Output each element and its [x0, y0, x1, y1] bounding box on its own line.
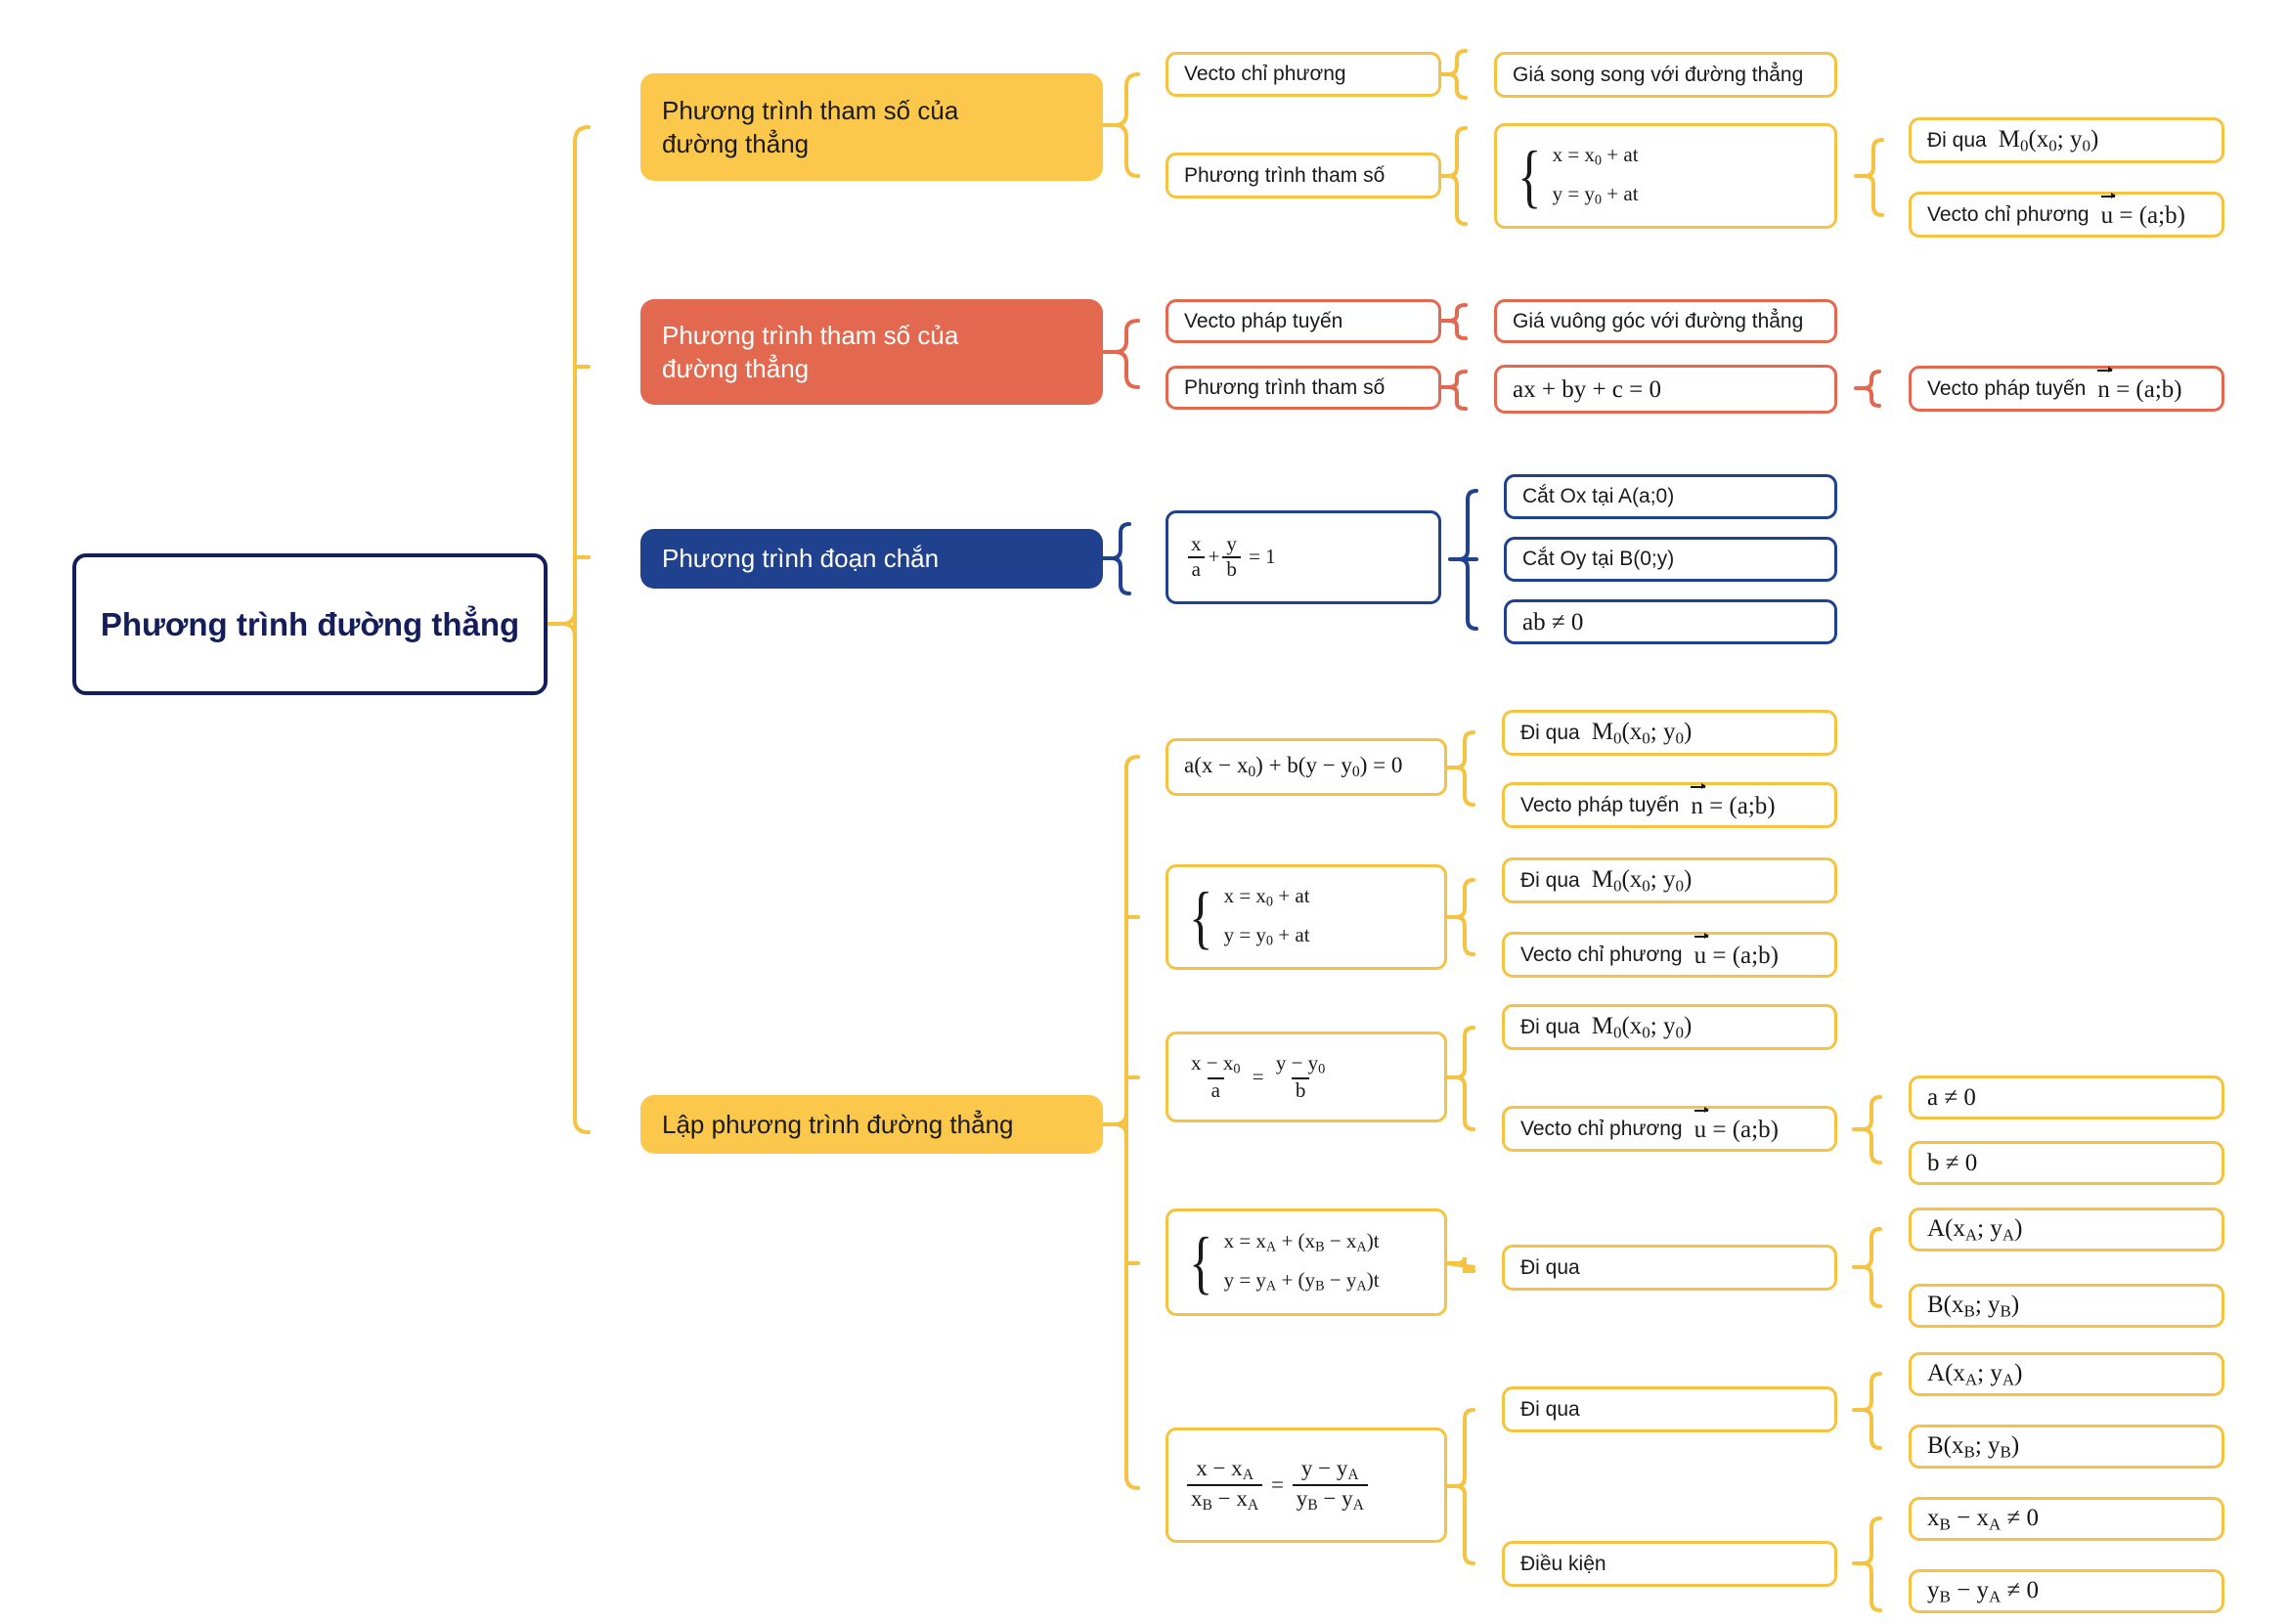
prefix-label: Đi qua [1520, 721, 1580, 744]
math-expression: M0(x0; y0) [1998, 126, 2099, 155]
node-label: Cắt Ox tại A(a;0) [1522, 485, 1675, 508]
math-expression: u = (a;b) [2100, 193, 2185, 232]
node-phuong-trinh-tham-so-1[interactable]: Phương trình tham số [1166, 153, 1441, 198]
node-condition-y[interactable]: yB − yA ≠ 0 [1909, 1569, 2224, 1613]
prefix-label: Vecto chỉ phương [1520, 1117, 1683, 1140]
node-parametric-formula-2[interactable]: { x = x0 + at y = y0 + at [1166, 864, 1447, 970]
node-general-equation[interactable]: ax + by + c = 0 [1494, 365, 1837, 414]
node-di-qua-m0-2[interactable]: Đi qua M0(x0; y0) [1502, 710, 1837, 756]
node-b-khac-0[interactable]: b ≠ 0 [1909, 1141, 2224, 1185]
node-vecto-chi-phuong-u-2[interactable]: Vecto chỉ phương u = (a;b) [1502, 932, 1837, 978]
eq-line-2: y = yA + (yB − yA)t [1223, 1268, 1380, 1295]
branch-node-intercept-blue[interactable]: Phương trình đoạn chắn [640, 529, 1103, 589]
node-vecto-chi-phuong-u-1[interactable]: Vecto chỉ phương u = (a;b) [1909, 192, 2224, 238]
node-cat-ox[interactable]: Cắt Ox tại A(a;0) [1504, 474, 1837, 519]
math-expression: ax + by + c = 0 [1513, 375, 1661, 403]
root-label: Phương trình đường thẳng [100, 605, 520, 642]
node-vecto-phap-tuyen[interactable]: Vecto pháp tuyến [1166, 299, 1441, 343]
node-di-qua-m0-4[interactable]: Đi qua M0(x0; y0) [1502, 1004, 1837, 1050]
math-expression: M0(x0; y0) [1591, 719, 1693, 748]
node-ab-khac-0[interactable]: ab ≠ 0 [1504, 599, 1837, 644]
node-point-b-1[interactable]: B(xB; yB) [1909, 1284, 2224, 1328]
node-phuong-trinh-tham-so-2[interactable]: Phương trình tham số [1166, 366, 1441, 410]
prefix-label: Vecto pháp tuyến [1520, 793, 1680, 816]
node-a-khac-0[interactable]: a ≠ 0 [1909, 1075, 2224, 1119]
node-dieu-kien[interactable]: Điều kiện [1502, 1541, 1837, 1587]
node-vecto-phap-tuyen-n[interactable]: Vecto pháp tuyến n = (a;b) [1909, 366, 2224, 412]
math-expression: n = (a;b) [1691, 783, 1776, 822]
prefix-label: Vecto chỉ phương [1927, 202, 2090, 226]
eq-line-1: x = xA + (xB − xA)t [1223, 1229, 1380, 1256]
prefix-label: Đi qua [1927, 128, 1987, 152]
branch3-label: Phương trình đoạn chắn [662, 544, 940, 574]
math-expression: M0(x0; y0) [1591, 1013, 1693, 1042]
node-label: Cắt Oy tại B(0;y) [1522, 548, 1675, 571]
eq-line-2: y = y0 + at [1552, 182, 1639, 208]
prefix-label: Đi qua [1520, 1015, 1580, 1038]
math-expression: B(xB; yB) [1927, 1432, 2020, 1462]
node-condition-x[interactable]: xB − xA ≠ 0 [1909, 1497, 2224, 1541]
math-expression: yB − yA ≠ 0 [1927, 1577, 2039, 1606]
math-expression: b ≠ 0 [1927, 1150, 1978, 1176]
math-expression: xB − xA ≠ 0 [1927, 1505, 2039, 1534]
node-gia-vuong-goc[interactable]: Giá vuông góc với đường thẳng [1494, 299, 1837, 343]
prefix-label: Đi qua [1520, 868, 1580, 892]
math-expression: a ≠ 0 [1927, 1084, 1976, 1111]
node-gia-song-song[interactable]: Giá song song với đường thẳng [1494, 52, 1837, 98]
system-equation: { x = x0 + at y = y0 + at [1189, 877, 1310, 956]
node-vecto-phap-tuyen-n-2[interactable]: Vecto pháp tuyến n = (a;b) [1502, 782, 1837, 828]
eq-line-2: y = y0 + at [1223, 923, 1310, 949]
system-equation: { x = xA + (xB − xA)t y = yA + (yB − yA)… [1189, 1222, 1380, 1301]
node-di-qua-2[interactable]: Đi qua [1502, 1386, 1837, 1432]
math-expression: a(x − x0) + b(y − y0) = 0 [1184, 753, 1403, 781]
node-vecto-chi-phuong[interactable]: Vecto chỉ phương [1166, 52, 1441, 97]
math-expression: u = (a;b) [1694, 1107, 1779, 1146]
node-di-qua-m0-3[interactable]: Đi qua M0(x0; y0) [1502, 857, 1837, 903]
node-he-phuong-trinh-tham-so-1[interactable]: { x = x0 + at y = y0 + at [1494, 123, 1837, 229]
math-expression: A(xA; yA) [1927, 1360, 2023, 1389]
math-expression: u = (a;b) [1694, 933, 1779, 972]
system-equation: { x = x0 + at y = y0 + at [1518, 136, 1639, 215]
node-di-qua-1[interactable]: Đi qua [1502, 1245, 1837, 1291]
eq-line-1: x = x0 + at [1223, 884, 1310, 911]
node-point-normal-formula[interactable]: a(x − x0) + b(y − y0) = 0 [1166, 738, 1447, 796]
node-label: Phương trình tham số [1184, 163, 1386, 187]
node-di-qua-m0-1[interactable]: Đi qua M0(x0; y0) [1909, 117, 2224, 163]
eq-line-1: x = x0 + at [1552, 143, 1639, 170]
branch-node-construct-yellow[interactable]: Lập phương trình đường thẳng [640, 1095, 1103, 1154]
node-point-b-2[interactable]: B(xB; yB) [1909, 1425, 2224, 1469]
node-label: Đi qua [1520, 1397, 1580, 1421]
node-label: Giá vuông góc với đường thẳng [1513, 309, 1804, 332]
node-point-a-2[interactable]: A(xA; yA) [1909, 1352, 2224, 1396]
node-label: Phương trình tham số [1184, 375, 1386, 399]
node-vecto-chi-phuong-u-3[interactable]: Vecto chỉ phương u = (a;b) [1502, 1106, 1837, 1152]
node-two-point-parametric[interactable]: { x = xA + (xB − xA)t y = yA + (yB − yA)… [1166, 1208, 1447, 1316]
prefix-label: Vecto chỉ phương [1520, 943, 1683, 966]
math-expression: M0(x0; y0) [1591, 866, 1693, 896]
math-expression: n = (a;b) [2097, 367, 2182, 406]
prefix-label: Vecto pháp tuyến [1927, 376, 2087, 400]
root-node[interactable]: Phương trình đường thẳng [72, 553, 548, 695]
branch4-label: Lập phương trình đường thẳng [662, 1109, 1014, 1139]
node-label: Vecto chỉ phương [1184, 63, 1346, 86]
node-label: Điều kiện [1520, 1552, 1606, 1575]
node-cat-oy[interactable]: Cắt Oy tại B(0;y) [1504, 537, 1837, 582]
math-expression: A(xA; yA) [1927, 1215, 2023, 1245]
node-label: Giá song song với đường thẳng [1513, 63, 1804, 86]
math-expression: ab ≠ 0 [1522, 608, 1584, 636]
node-point-a-1[interactable]: A(xA; yA) [1909, 1207, 2224, 1251]
node-label: Đi qua [1520, 1255, 1580, 1279]
node-label: Vecto pháp tuyến [1184, 309, 1343, 332]
math-expression: B(xB; yB) [1927, 1292, 2020, 1321]
